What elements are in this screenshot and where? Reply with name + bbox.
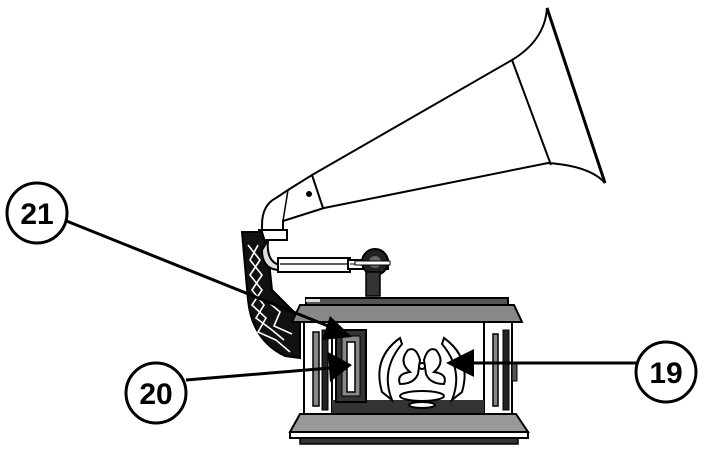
- callout-20-leader: [185, 352, 352, 382]
- callout-19: 19: [634, 340, 698, 404]
- callout-21-leader: [63, 218, 352, 340]
- callout-19-leader: [446, 349, 640, 377]
- callout-21: 21: [5, 181, 69, 245]
- callout-20: 20: [124, 361, 188, 425]
- tone-arm: [260, 239, 389, 273]
- callout-19-label: 19: [649, 357, 682, 390]
- speaker-grille: [378, 336, 466, 409]
- callout-20-label: 20: [139, 378, 172, 411]
- callout-21-label: 21: [20, 198, 53, 231]
- turntable-knob: [354, 248, 391, 297]
- horn: [261, 7, 607, 233]
